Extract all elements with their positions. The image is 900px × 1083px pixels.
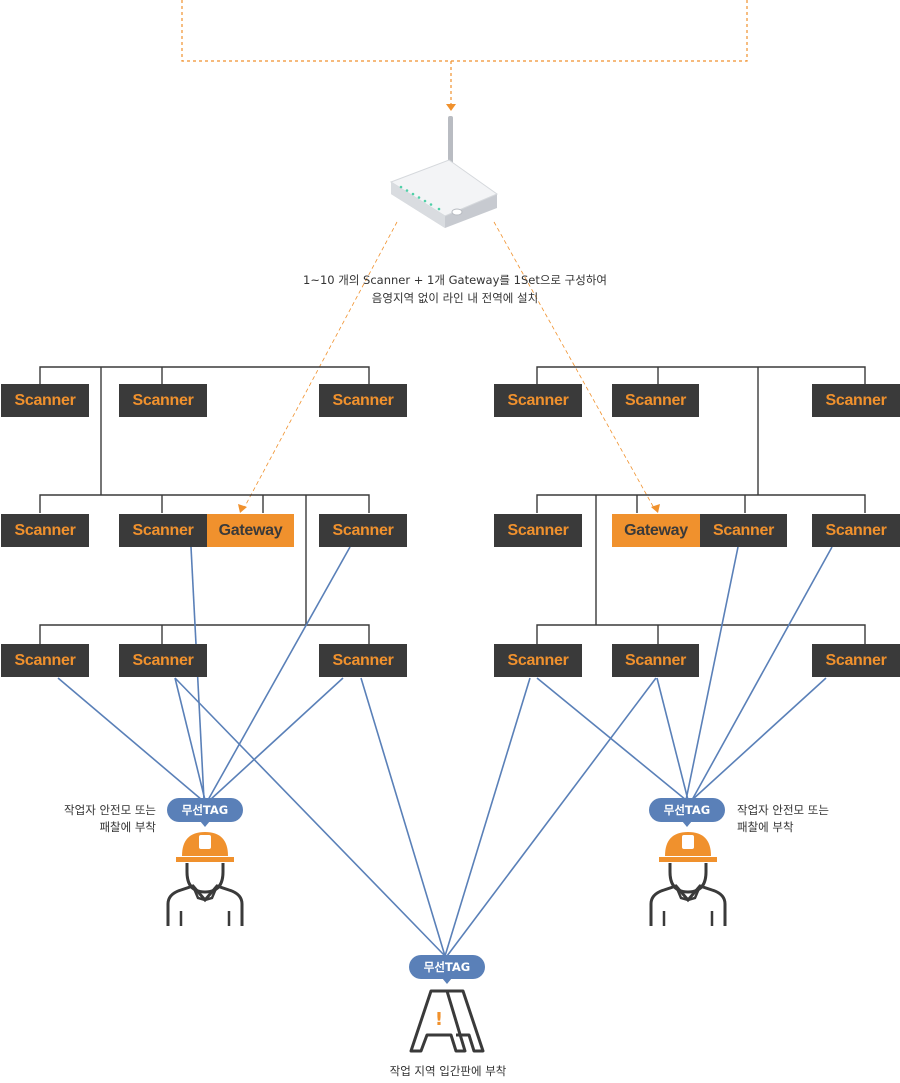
worker-note-line2: 패찰에 부착 bbox=[737, 820, 794, 834]
wireless-tag-badge: 무선TAG bbox=[409, 955, 485, 984]
scanner-box: Scanner bbox=[812, 644, 900, 677]
right-gateway-arrowhead bbox=[651, 504, 660, 513]
left-network-tree bbox=[39, 366, 370, 644]
gateway-box: Gateway bbox=[612, 514, 700, 547]
scanner-box: Scanner bbox=[612, 644, 699, 677]
scanner-box: Scanner bbox=[812, 514, 900, 547]
scanner-box: Scanner bbox=[119, 384, 207, 417]
worker-note-line1: 작업자 안전모 또는 bbox=[64, 803, 156, 817]
upper-system-frame bbox=[181, 0, 748, 62]
wireless-tag-badge: 무선TAG bbox=[649, 798, 725, 827]
warning-sign-icon: ! bbox=[409, 989, 485, 1053]
worker-helmet-icon bbox=[166, 832, 244, 926]
router-left-gateway-dashed-line bbox=[243, 221, 398, 509]
left-gateway-arrowhead bbox=[238, 504, 247, 513]
scanner-box: Scanner bbox=[700, 514, 787, 547]
uplink-arrowhead bbox=[446, 104, 456, 111]
right-network-tree bbox=[536, 366, 866, 644]
scanner-box: Scanner bbox=[119, 644, 207, 677]
sign-note: 작업 지역 입간판에 부착 bbox=[389, 1064, 507, 1078]
scanner-box: Scanner bbox=[319, 514, 407, 547]
scanner-box: Scanner bbox=[119, 514, 207, 547]
set-description-line2: 음영지역 없이 라인 내 전역에 설치 bbox=[371, 291, 539, 305]
worker-note-line2: 패찰에 부착 bbox=[99, 820, 156, 834]
scanner-box: Scanner bbox=[319, 384, 407, 417]
router-right-gateway-dashed-line bbox=[493, 221, 655, 509]
scanner-box: Scanner bbox=[1, 644, 89, 677]
scanner-box: Scanner bbox=[612, 384, 699, 417]
worker-note-line1: 작업자 안전모 또는 bbox=[737, 803, 829, 817]
signal-lines bbox=[57, 546, 833, 957]
worker-helmet-icon bbox=[649, 832, 727, 926]
scanner-box: Scanner bbox=[812, 384, 900, 417]
scanner-box: Scanner bbox=[494, 384, 582, 417]
wireless-router-icon bbox=[389, 116, 499, 228]
svg-text:!: ! bbox=[435, 1009, 443, 1030]
gateway-box: Gateway bbox=[207, 514, 294, 547]
scanner-box: Scanner bbox=[494, 514, 582, 547]
scanner-box: Scanner bbox=[319, 644, 407, 677]
scanner-box: Scanner bbox=[494, 644, 582, 677]
scanner-box: Scanner bbox=[1, 384, 89, 417]
wireless-tag-badge: 무선TAG bbox=[167, 798, 243, 827]
set-description-line1: 1~10 개의 Scanner + 1개 Gateway를 1Set으로 구성하… bbox=[303, 273, 607, 287]
scanner-box: Scanner bbox=[1, 514, 89, 547]
